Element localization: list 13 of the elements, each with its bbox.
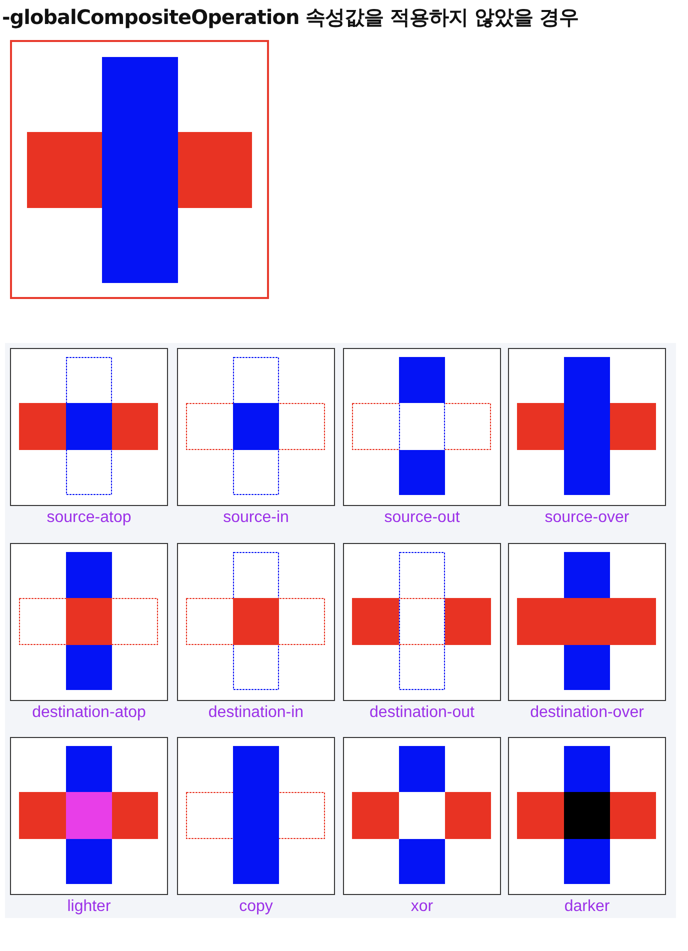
caption: source-over <box>544 509 630 527</box>
caption: source-in <box>222 509 290 527</box>
caption: darker <box>563 898 611 916</box>
caption: destination-atop <box>31 704 147 722</box>
caption: destination-in <box>207 704 305 722</box>
caption: source-out <box>383 509 461 527</box>
caption: destination-over <box>529 704 645 722</box>
title: -globalCompositeOperation 속성값을 적용하지 않았을 경우 <box>2 4 579 31</box>
caption: xor <box>410 898 434 916</box>
caption: source-atop <box>46 509 132 527</box>
caption: lighter <box>66 898 112 916</box>
caption: destination-out <box>368 704 476 722</box>
caption: copy <box>238 898 274 916</box>
